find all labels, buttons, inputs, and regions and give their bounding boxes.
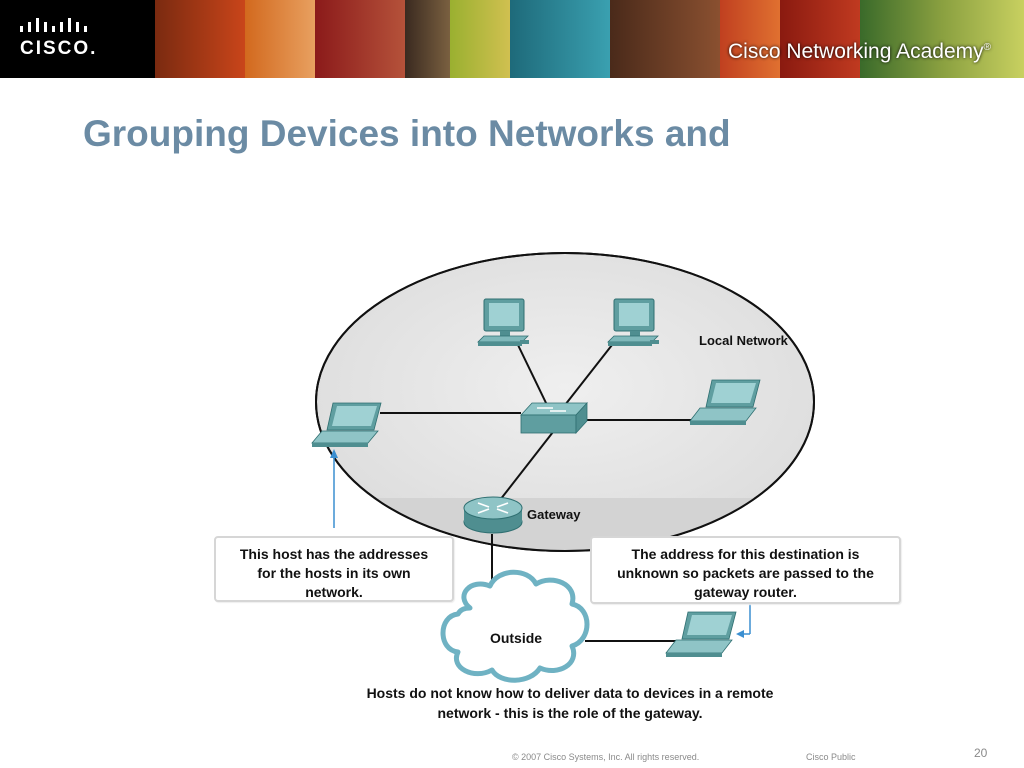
local-network-outline xyxy=(315,252,815,552)
callout-line: for the hosts in its own xyxy=(257,565,411,581)
banner-photo-strip xyxy=(245,0,315,78)
academy-title: Cisco Networking Academy® xyxy=(728,40,991,64)
banner-photo-strip xyxy=(510,0,610,78)
gateway-label: Gateway xyxy=(527,507,581,522)
desktop-computer-icon xyxy=(477,298,529,346)
cisco-logo: CISCO. xyxy=(0,0,155,78)
academy-name: Networking Academy xyxy=(786,40,984,63)
banner-photo-strip xyxy=(315,0,405,78)
link-switch-gateway xyxy=(499,431,554,501)
header-banner: CISCO. Cisco Networking Academy® xyxy=(0,0,1024,78)
footer-copyright: © 2007 Cisco Systems, Inc. All rights re… xyxy=(512,752,700,762)
banner-photo-strip xyxy=(405,0,450,78)
router-icon xyxy=(463,496,523,534)
footer-classification: Cisco Public xyxy=(806,752,856,762)
note-line: network - this is the role of the gatewa… xyxy=(437,705,703,721)
page-number: 20 xyxy=(974,746,988,760)
slide-title: Grouping Devices into Networks and xyxy=(83,113,731,154)
logo-wordmark: CISCO. xyxy=(20,38,98,59)
local-network-label: Local Network xyxy=(699,333,789,348)
callout-line: network. xyxy=(305,584,363,600)
outside-label: Outside xyxy=(490,630,542,646)
callout-local-host: This host has the addresses for the host… xyxy=(214,536,454,602)
cisco-bridge-icon xyxy=(20,18,87,32)
arrow-up-icon xyxy=(330,449,338,528)
switch-icon xyxy=(520,401,588,435)
callout-unknown-destination: The address for this destination is unkn… xyxy=(590,536,901,604)
banner-photo-strip xyxy=(155,0,245,78)
link-switch-pc1 xyxy=(517,344,548,406)
registered-mark: ® xyxy=(983,42,991,53)
banner-photo-strip xyxy=(450,0,510,78)
callout-line: gateway router. xyxy=(694,584,797,600)
laptop-icon xyxy=(689,379,761,425)
banner-photo-strip xyxy=(720,0,780,78)
callout-line: The address for this destination is xyxy=(631,546,860,562)
banner-photo-strip xyxy=(610,0,720,78)
arrow-down-icon xyxy=(736,604,751,638)
gateway-note: Hosts do not know how to deliver data to… xyxy=(330,683,810,723)
academy-prefix: Cisco xyxy=(728,40,781,63)
laptop-icon xyxy=(665,611,737,657)
internet-cloud-icon xyxy=(440,569,590,683)
link-switch-pc2 xyxy=(564,344,613,406)
banner-photo-strip xyxy=(780,0,860,78)
note-line: Hosts do not know how to deliver data to… xyxy=(366,685,774,701)
banner-photo-strip xyxy=(860,0,1024,78)
callout-line: This host has the addresses xyxy=(239,546,429,562)
laptop-icon xyxy=(311,402,382,447)
callout-line: unknown so packets are passed to the xyxy=(617,565,874,581)
desktop-computer-icon xyxy=(607,298,659,346)
